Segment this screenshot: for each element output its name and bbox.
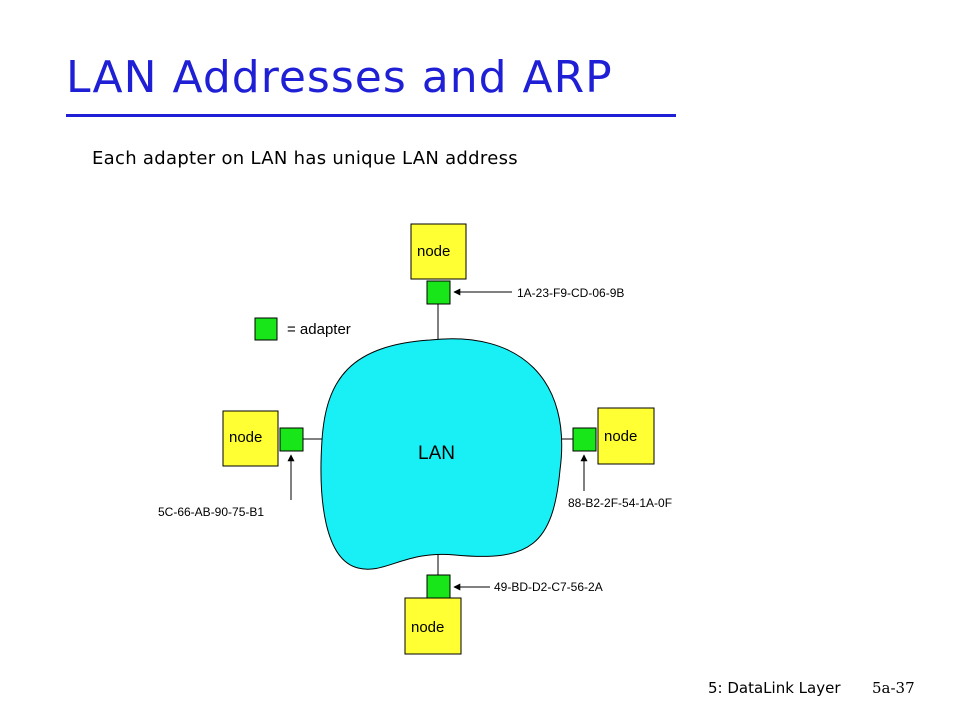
lan-cloud bbox=[320, 338, 563, 570]
slide-subtitle: Each adapter on LAN has unique LAN addre… bbox=[92, 148, 518, 169]
node-right-label: node bbox=[604, 428, 637, 445]
node-left bbox=[222, 410, 279, 467]
mac-top: 1A-23-F9-CD-06-9B bbox=[517, 286, 624, 300]
lan-label: LAN bbox=[418, 443, 455, 464]
mac-bottom: 49-BD-D2-C7-56-2A bbox=[494, 580, 603, 594]
mac-left: 5C-66-AB-90-75-B1 bbox=[158, 505, 264, 519]
node-bottom-label: node bbox=[411, 619, 444, 636]
legend-adapter-swatch bbox=[254, 317, 278, 341]
adapter-bottom bbox=[426, 574, 451, 599]
mac-right: 88-B2-2F-54-1A-0F bbox=[568, 496, 672, 510]
slide-title: LAN Addresses and ARP bbox=[66, 52, 613, 103]
title-underline bbox=[66, 114, 676, 117]
footer-page-number: 5a-37 bbox=[872, 679, 915, 697]
node-bottom bbox=[404, 597, 462, 655]
adapter-top bbox=[426, 280, 451, 305]
node-top bbox=[410, 223, 467, 280]
adapter-right bbox=[572, 427, 597, 452]
node-top-label: node bbox=[417, 243, 450, 260]
node-left-label: node bbox=[229, 429, 262, 446]
footer-chapter: 5: DataLink Layer bbox=[708, 679, 841, 697]
legend-label: = adapter bbox=[287, 321, 351, 338]
node-right bbox=[597, 407, 655, 465]
adapter-left bbox=[279, 427, 304, 452]
